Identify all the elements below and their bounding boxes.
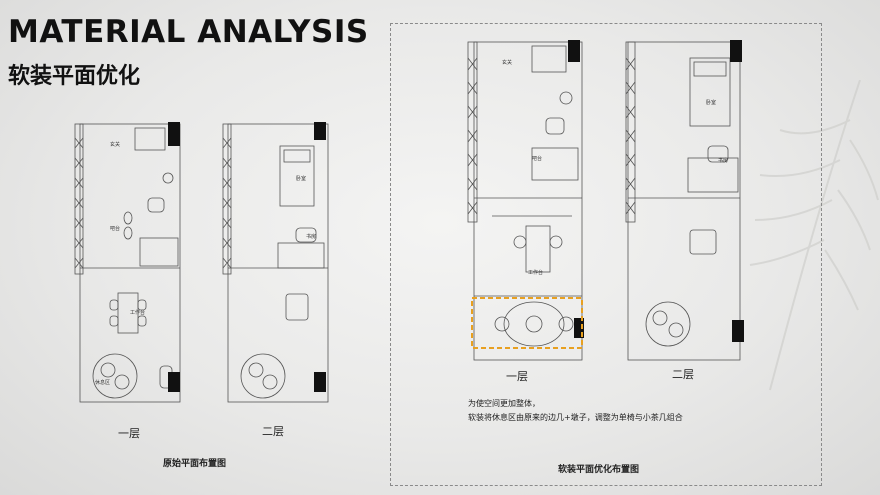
opt-room-label-entry: 玄关 — [502, 59, 512, 66]
opt-room-label-bar: 吧台 — [532, 155, 542, 162]
opt-room-label-bedroom: 卧室 — [706, 99, 716, 106]
room-label-bedroom: 卧室 — [296, 175, 306, 182]
highlight-lounge-area — [471, 297, 583, 349]
description-line-1: 为使空间更加整体， — [468, 399, 540, 408]
room-label-worktable: 工作台 — [130, 309, 145, 316]
opt-room-label-worktable: 工作台 — [528, 269, 543, 276]
optimized-floor2-label: 二层 — [672, 368, 694, 381]
original-plan-caption: 原始平面布置图 — [163, 459, 227, 469]
leaf-shadow-decoration — [749, 80, 879, 391]
room-label-lounge: 休息区 — [95, 379, 110, 386]
original-floor1-label: 一层 — [118, 427, 140, 440]
original-floor2-label: 二层 — [262, 425, 284, 438]
title-chinese: 软装平面优化 — [8, 64, 141, 89]
optimized-plan-caption: 软装平面优化布置图 — [558, 465, 640, 475]
description-line-2: 软装将休息区由原来的边几+墩子，调整为单椅与小茶几组合 — [468, 413, 683, 422]
optimized-plan-floor2: 卧室 书房 — [625, 40, 744, 361]
title-english: MATERIAL ANALYSIS — [8, 14, 369, 50]
optimized-plan-floor1: 玄关 吧台 工作台 — [467, 40, 584, 361]
room-label-bar: 吧台 — [110, 225, 120, 232]
room-label-entry: 玄关 — [110, 141, 120, 148]
optimized-floor1-label: 一层 — [506, 370, 528, 383]
room-label-study: 书房 — [306, 233, 316, 240]
original-plan-floor2: 卧室 书房 — [222, 122, 329, 403]
optimized-section-frame — [390, 23, 822, 486]
opt-room-label-study: 书房 — [718, 157, 728, 164]
original-plan-floor1: 玄关 吧台 工作台 休息区 — [74, 122, 181, 403]
